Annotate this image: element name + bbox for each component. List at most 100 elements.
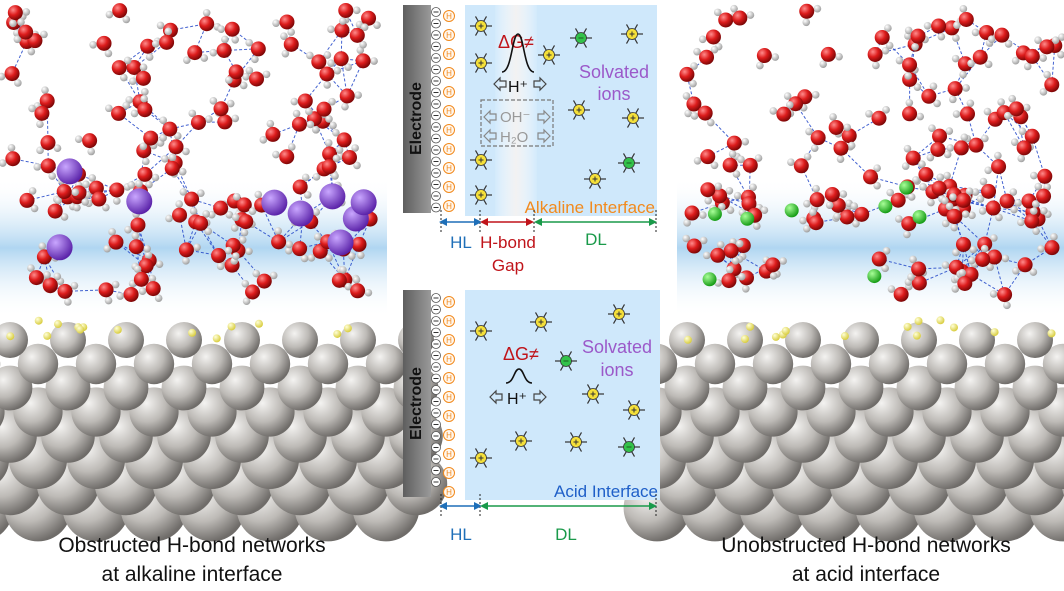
adsorbed-h-atom — [227, 322, 236, 331]
hydrogen-atom — [148, 274, 157, 283]
oxygen-atom — [947, 81, 963, 97]
metal-atom — [0, 322, 28, 358]
hydrogen-atom — [313, 233, 322, 241]
adsorbed-h-atom — [76, 325, 85, 334]
hydrogen-atom — [1039, 54, 1047, 62]
metal-atom — [191, 343, 233, 385]
adsorbed-h-symbol: H — [446, 336, 452, 345]
hydrogen-atom — [682, 234, 691, 243]
oxygen-atom — [123, 286, 139, 302]
hydrogen-atom — [269, 271, 278, 280]
adsorbed-h-circle — [443, 48, 455, 60]
hydrogen-atom — [726, 206, 735, 214]
water-molecules — [679, 3, 1064, 310]
metal-atom — [954, 365, 1000, 411]
hydrogen-atom — [819, 60, 827, 68]
hydrogen-atom — [205, 115, 213, 123]
hydrogen-atom — [89, 40, 97, 49]
hydrogen-atom — [805, 127, 813, 136]
hydrogen-atom — [803, 224, 811, 233]
hydrogen-atom — [746, 11, 755, 19]
adsorbed-h-symbol: H — [446, 317, 452, 326]
oxygen-atom — [140, 38, 156, 54]
metal-atom — [722, 365, 768, 411]
proton-label: H⁺ — [507, 391, 527, 408]
hydrogen-atom — [335, 146, 344, 154]
cation — [912, 209, 927, 224]
hydrogen-atom — [969, 245, 978, 254]
oxygen-atom — [810, 130, 826, 146]
oxygen-atom — [355, 53, 371, 69]
hydrogen-atom — [716, 240, 725, 249]
hydrogen-atom — [693, 156, 702, 165]
hydrogen-atom — [144, 251, 153, 259]
adsorbed-h-atom — [740, 334, 749, 343]
solvated-proton-symbol — [470, 16, 492, 36]
cation — [350, 189, 377, 216]
adsorbed-h-atom — [683, 335, 692, 344]
hydrogen-atom — [312, 208, 321, 216]
hydrogen-atom — [783, 92, 792, 100]
oxygen-atom — [718, 12, 734, 28]
hydrogen-atom — [354, 91, 362, 99]
hydrogen-atom — [48, 172, 57, 180]
metal-slab — [0, 316, 448, 542]
hydrogen-atom — [872, 61, 880, 70]
metal-atom — [959, 322, 995, 358]
adsorbed-h-circle — [443, 467, 455, 479]
adsorbed-h-symbol: H — [446, 450, 452, 459]
hydrogen-atom — [168, 153, 177, 162]
hydrogen-atom — [959, 5, 968, 13]
hydrogen-atom — [941, 219, 950, 228]
adsorbed-h-symbol: H — [446, 88, 452, 97]
oxygen-atom — [135, 70, 151, 86]
oxygen-atom — [184, 191, 200, 207]
oxygen-atom — [336, 132, 352, 148]
adsorbed-h-symbol: H — [446, 355, 452, 364]
adsorbed-h-atom — [53, 320, 62, 329]
oxygen-atom — [910, 28, 926, 44]
oxygen-atom — [34, 105, 50, 121]
hydrogen-atom — [305, 107, 313, 116]
hydrogen-atom — [710, 161, 719, 170]
hydrogen-atom — [984, 60, 993, 69]
oxygen-atom — [953, 140, 969, 156]
metal-atom — [249, 343, 291, 385]
negative-charge — [431, 327, 441, 338]
oxygen-atom — [808, 215, 824, 231]
hydrogen-atom — [937, 32, 946, 41]
oxygen-atom — [931, 180, 947, 196]
hydrogen-atom — [104, 296, 113, 305]
metal-slab — [623, 316, 1064, 542]
hydrogen-atom — [231, 35, 240, 44]
hydrogen-atom — [967, 59, 975, 68]
hydrogen-atom — [175, 200, 183, 208]
oxygen-atom — [331, 272, 347, 288]
hydrogen-atom — [141, 88, 149, 96]
hydrogen-atom — [987, 35, 996, 44]
dl-label: DL — [585, 230, 607, 249]
hydrogen-atom — [7, 144, 16, 152]
oxygen-atom — [321, 159, 337, 175]
hydrogen-atom — [946, 144, 955, 152]
oxygen-atom — [339, 88, 355, 104]
hydrogen-atom — [952, 248, 960, 257]
hydrogen-atom — [241, 279, 250, 288]
hydrogen-atom — [771, 53, 780, 61]
hydrogen-atom — [43, 271, 51, 279]
oxygen-atom — [699, 49, 715, 65]
hydrogen-atom — [123, 56, 132, 65]
hbond-line — [341, 58, 364, 62]
adsorbed-h-symbol: H — [446, 31, 452, 40]
metal-atom — [133, 343, 175, 385]
hbond-line — [917, 25, 939, 37]
oxygen-atom — [732, 10, 748, 26]
negative-charge — [431, 465, 441, 476]
adsorbed-h-symbol: H — [446, 488, 452, 497]
alkaline-simulation-snapshot — [0, 0, 448, 542]
oxygen-atom — [279, 149, 295, 165]
hydrogen-atom — [1010, 138, 1019, 146]
adsorbed-h-atom — [903, 322, 912, 331]
adsorbed-h-circle — [443, 105, 455, 117]
hydrogen-atom — [373, 21, 381, 29]
